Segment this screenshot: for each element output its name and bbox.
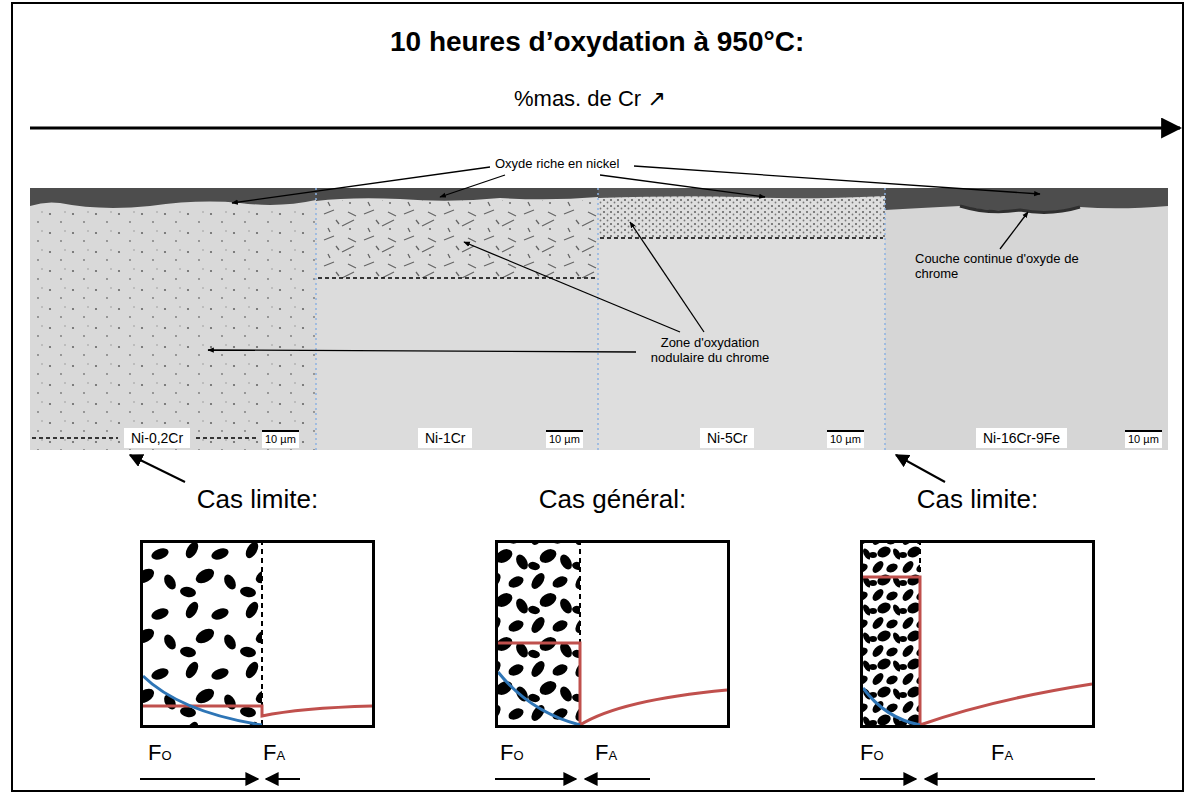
flux-arrows	[140, 778, 1095, 780]
figure-title: 10 heures d’oxydation à 950°C:	[390, 26, 804, 58]
flux-label: FO	[860, 740, 884, 765]
flux-label: FA	[991, 740, 1013, 765]
zone-limit	[318, 277, 596, 279]
chromium-profile	[498, 643, 727, 725]
sample-label: Ni-0,2Cr	[124, 428, 190, 448]
leader-line	[440, 175, 505, 197]
oxidation-front	[261, 540, 263, 726]
flux-arrow	[925, 778, 1095, 780]
leader-line	[600, 175, 765, 197]
scale-bar: 10 µm	[262, 430, 299, 448]
oxide-layer	[316, 188, 598, 201]
flux-label: FO	[148, 740, 172, 765]
panel-separator	[597, 188, 599, 450]
schematic-illustrations	[143, 540, 1092, 726]
annotation: Couche continue d'oxyde de chrome	[915, 252, 1083, 282]
case-heading: Cas limite:	[863, 485, 1092, 515]
flux-arrow	[266, 778, 300, 780]
oxide-nodules	[143, 543, 262, 725]
flux-arrow	[860, 778, 916, 780]
schematic-box: Cas limite:	[860, 540, 1095, 728]
composition-arrow	[30, 127, 1180, 130]
panel-separator	[884, 188, 886, 450]
sample-label: Ni-5Cr	[700, 428, 754, 448]
chromia-layer	[960, 206, 1080, 212]
leader-line	[232, 167, 490, 203]
micrograph-panel	[885, 188, 1168, 450]
micrograph-strip	[30, 188, 1168, 450]
scale-bar: 10 µm	[1125, 430, 1162, 448]
annotation: Oxyde riche en nickel	[495, 157, 619, 172]
nodule-texture	[316, 200, 598, 278]
nodule-texture	[30, 205, 316, 450]
oxide-nodules	[863, 543, 920, 725]
case-heading: Cas limite:	[143, 485, 372, 515]
oxygen-profile	[143, 676, 262, 725]
oxide-layer	[598, 188, 885, 198]
flux-label: FO	[500, 740, 524, 765]
scale-bar: 10 µm	[546, 430, 583, 448]
outer-frame	[12, 3, 1183, 791]
chromium-profile	[863, 577, 1092, 725]
nodule-texture	[598, 196, 885, 238]
schematic-box: Cas limite:	[140, 540, 375, 728]
pointer-arrow	[896, 455, 945, 482]
axis-label: %mas. de Cr ↗	[514, 86, 666, 111]
scale-bar: 10 µm	[827, 430, 864, 448]
oxide-layer	[30, 188, 316, 208]
flux-arrow	[495, 778, 576, 780]
micrograph-panel	[316, 188, 598, 450]
case-heading: Cas général:	[498, 485, 727, 515]
micrograph-panel	[598, 188, 885, 450]
sample-label: Ni-1Cr	[418, 428, 472, 448]
flux-label: FA	[595, 740, 617, 765]
chromium-profile	[143, 706, 372, 716]
flux-label: FA	[263, 740, 285, 765]
leader-line	[630, 222, 704, 332]
panel-separator	[315, 188, 317, 450]
flux-arrow	[140, 778, 258, 780]
leader-line	[208, 350, 636, 352]
zone-limit	[600, 237, 883, 239]
leader-line	[464, 242, 680, 332]
oxide-nodules	[498, 543, 580, 725]
schematic-box: Cas général:	[495, 540, 730, 728]
leader-line	[634, 166, 1040, 194]
oxygen-profile	[498, 672, 580, 725]
micrograph-panel	[30, 188, 316, 450]
oxygen-profile	[863, 688, 920, 725]
pointer-arrow	[130, 455, 185, 482]
oxide-layer	[885, 188, 1168, 211]
leader-line	[1000, 212, 1028, 249]
flux-arrow	[585, 778, 650, 780]
annotation: Zone d'oxydation nodulaire du chrome	[640, 336, 780, 366]
sample-label: Ni-16Cr-9Fe	[976, 428, 1067, 448]
